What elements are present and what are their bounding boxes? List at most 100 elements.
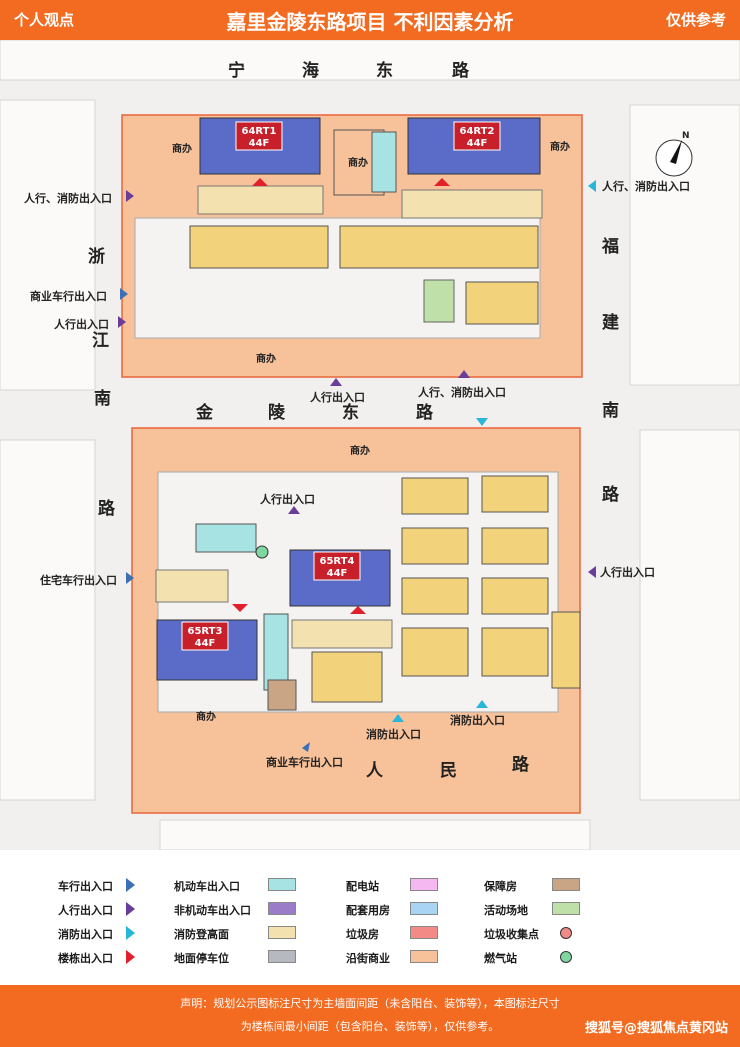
legend-bldg-arrow-icon [126,950,135,964]
tower-64rt2-name: 64RT2 [460,126,495,137]
legend-garbage-point-icon [560,927,572,939]
legend-ped-arrow-icon [126,902,135,916]
arrow-vehicle-w2 [126,572,134,584]
tower-65rt3-name: 65RT3 [188,626,223,637]
fire-platform-s1 [291,619,393,649]
legend-affordable-label: 保障房 [484,880,517,893]
label-commerce-3: 商办 [550,140,570,153]
road-zhejiang-3: 南 [94,388,111,409]
label-ped-fire-w: 人行、消防出入口 [24,191,112,205]
legend-vehicle-arrow-icon [126,878,135,892]
arrow-ped-w2 [118,316,126,328]
vehicle-ramp-s1 [195,523,257,553]
header-right-label: 仅供参考 [665,11,726,29]
tower-65rt3-floors: 44F [195,638,216,649]
label-ped-n-mid: 人行出入口 [310,390,365,404]
legend-bldg-label: 楼栋出入口 [58,952,113,965]
legend-support-label: 配套用房 [346,904,390,917]
label-commerce-1: 商办 [172,142,192,155]
label-ped-fire-e: 人行、消防出入口 [602,179,690,193]
legend-parking-label: 地面停车位 [174,952,229,965]
road-fujian-4: 路 [602,484,620,505]
tower-65rt4-tag [313,551,361,581]
arrow-ped-s-inner [288,506,300,514]
legend-garbage-point-label: 垃圾收集点 [484,928,539,941]
watermark-text: 搜狐号@搜狐焦点黄冈站 [584,1021,728,1036]
label-fire-s1: 消防出入口 [366,727,421,741]
tower-64rt1-floors: 44F [249,138,270,149]
label-ped-w2: 人行出入口 [54,317,109,331]
res-block-s-edge [551,611,581,689]
tower-64rt1-tag [235,121,283,151]
arrow-ped-n-mid [330,378,342,386]
label-ped-s-inner: 人行出入口 [260,492,315,506]
legend-garbage-label: 垃圾房 [346,928,379,941]
south-residential [311,475,549,703]
tower-64rt2-tag [453,121,501,151]
label-res-vehicle-w: 住宅车行出入口 [40,573,117,587]
road-zhejiang-2: 江 [92,331,109,351]
res-block-n1 [189,225,329,269]
tower-65rt4-name: 65RT4 [320,556,355,567]
vehicle-ramp-s2 [263,613,289,691]
legend-power-swatch [410,878,438,891]
label-fire-s2: 消防出入口 [450,713,505,727]
tower-65rt3-tag [181,621,229,651]
arrow-ped-mid [458,370,470,378]
legend-street-commerce-label: 沿街商业 [346,952,390,965]
label-commerce-4: 商办 [256,352,276,365]
road-jinling-2: 陵 [268,402,286,423]
disclaimer-line-2: 为楼栋间最小间距（包含阳台、装饰等），仅供参考。 [240,1020,500,1033]
legend-vehicle-label: 车行出入口 [58,880,113,893]
site-plan-svg: 64RT1 44F 64RT2 44F 65RT4 44F 65RT3 44F … [0,40,740,850]
label-biz-vehicle-w: 商业车行出入口 [30,289,107,303]
label-commerce-2: 商办 [348,156,368,169]
arrow-fire-e [588,180,596,192]
tower-65rt4-floors: 44F [327,568,348,579]
fire-platform-n2 [401,189,543,219]
legend-nonmotor-label: 非机动车出入口 [174,904,251,917]
legend-motor-label: 机动车出入口 [174,880,240,893]
road-ninghai-1: 宁 [228,60,245,81]
vehicle-ramp-n [371,131,397,193]
legend-fire-arrow-icon [126,926,135,940]
legend-support-swatch [410,902,438,915]
road-fujian-2: 建 [602,312,619,333]
legend-nonmotor-swatch [268,902,296,915]
tower-64rt1-name: 64RT1 [242,126,277,137]
res-block-n2 [339,225,539,269]
footer-bar: 声明：规划公示图标注尺寸为主墙面间距（未含阳台、装饰等），本图标注尺寸 为楼栋间… [0,985,740,1047]
road-ninghai-3: 东 [376,60,393,81]
road-fujian-1: 福 [601,236,619,257]
road-renmin-3: 路 [512,754,530,775]
disclaimer-line-1: 声明：规划公示图标注尺寸为主墙面间距（未含阳台、装饰等），本图标注尺寸 [180,997,560,1010]
res-block-n3 [465,281,539,325]
road-ninghai-4: 路 [452,60,470,81]
fire-platform-n1 [197,185,324,215]
label-biz-vehicle-s: 商业车行出入口 [266,755,343,769]
affordable-housing [267,679,297,711]
page-title: 嘉里金陵东路项目 不利因素分析 [226,10,514,34]
legend-activity-swatch [552,902,580,915]
legend-gas-label: 燃气站 [484,952,517,965]
road-ninghai-2: 海 [302,60,319,81]
legend-street-commerce-swatch [410,950,438,963]
legend-fire-platform-swatch [268,926,296,939]
arrow-ped-e [588,566,596,578]
arrow-vehicle-s [302,742,310,752]
arrow-fire-mid [476,418,488,426]
arrow-bldg-s1 [350,606,366,614]
arrow-bldg-n2 [434,178,450,186]
legend-affordable-swatch [552,878,580,891]
north-compass-icon: N [655,131,693,177]
road-zhejiang-1: 浙 [88,246,105,267]
arrow-fire-s2 [476,700,488,708]
legend-activity-label: 活动场地 [484,904,528,917]
road-jinling-4: 路 [416,402,434,423]
header-left-label: 个人观点 [14,11,75,29]
label-ped-fire-mid: 人行、消防出入口 [418,385,506,399]
road-renmin-1: 人 [366,761,384,781]
fire-platform-s2 [155,569,229,603]
arrow-vehicle-w1 [120,288,128,300]
activity-field-n [423,279,455,323]
